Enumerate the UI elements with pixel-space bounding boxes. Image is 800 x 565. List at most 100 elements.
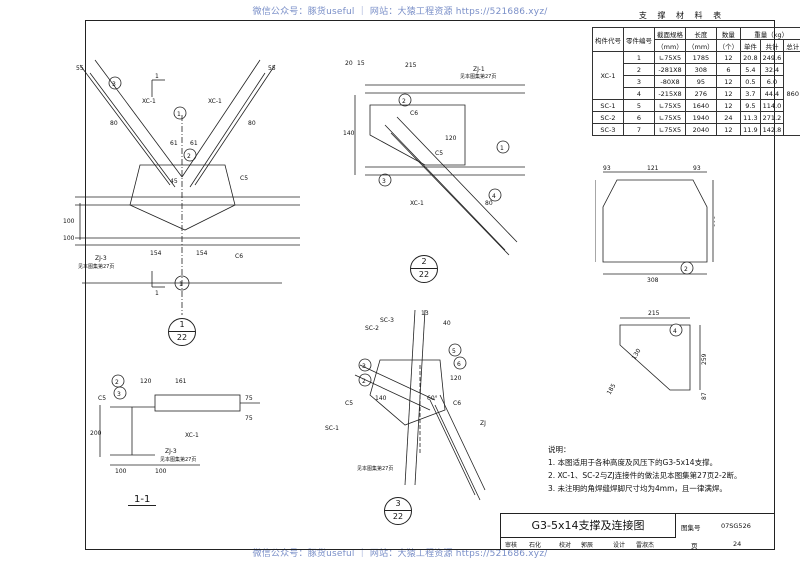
note-item: 2. XC-1、SC-2与ZJ连接件的做法见本图集第27页2-2断。 xyxy=(548,471,742,480)
svg-text:213: 213 xyxy=(714,215,715,227)
svg-text:308: 308 xyxy=(647,277,659,284)
s11-c5: C5 xyxy=(98,395,106,402)
mt-h-section: 截面规格 xyxy=(654,27,686,40)
title-block: G3-5x14支撑及连接图 图集号 07SG526 页 24 审核 石化 校对 … xyxy=(500,513,775,550)
d1-45: 45 xyxy=(170,178,178,185)
plate-4-drawing: 215 259 87 185 130 4 xyxy=(606,310,708,400)
watermark-bottom: 微信公众号：豚货useful ｜ 网站：大猿工程资源 https://52168… xyxy=(252,549,548,559)
s11-d75b: 75 xyxy=(245,415,253,422)
d2-d80: 80 xyxy=(485,200,493,207)
d3-d13: 13 xyxy=(421,310,429,317)
mt-h-qty: 数量 xyxy=(715,27,742,40)
svg-text:87: 87 xyxy=(701,392,708,400)
s11-ref: 见本图集第27页 xyxy=(160,456,196,463)
svg-text:130: 130 xyxy=(631,347,643,361)
detail-3-drawing: SC-3 SC-2 SC-1 见本图集第27页 ZJ 13 120 140 40… xyxy=(325,309,486,501)
note-item: 3. 未注明的角焊缝焊脚尺寸均为4mm，且一律满焊。 xyxy=(548,484,727,493)
d3-d140: 140 xyxy=(375,395,387,402)
d2-d20: 20 xyxy=(345,60,353,67)
d1-61a: 61 xyxy=(170,140,178,147)
detail-1-caption: 1 22 xyxy=(168,318,196,346)
svg-text:1: 1 xyxy=(179,281,183,288)
d1-callout-3: 3 xyxy=(112,81,116,88)
svg-text:2: 2 xyxy=(402,98,406,105)
d2-xc1: XC-1 xyxy=(410,200,424,207)
d3-sc3: SC-3 xyxy=(380,317,394,324)
svg-text:1: 1 xyxy=(177,111,181,118)
d1-55a: 55 xyxy=(76,65,84,72)
d2-d215: 215 xyxy=(405,62,417,69)
d1-xc1-right: XC-1 xyxy=(208,98,222,105)
svg-text:5: 5 xyxy=(452,348,456,355)
section-1-1-drawing: 120 161 75 75 200 100 100 XC-1 ZJ-3 见本图集… xyxy=(90,374,260,475)
mt-h-length: 长度 xyxy=(685,27,717,40)
d3-d40: 40 xyxy=(443,320,451,327)
drawing-frame xyxy=(85,20,775,550)
svg-text:3: 3 xyxy=(362,363,366,370)
d1-80a: 80 xyxy=(110,120,118,127)
section-1-1-caption: 1-1 xyxy=(128,494,157,506)
d1-55b: 55 xyxy=(268,65,276,72)
d2-ref: 见本图集第27页 xyxy=(460,73,496,80)
d2-d140: 140 xyxy=(343,130,355,137)
page-label: 页 xyxy=(691,542,698,550)
d1-61b: 61 xyxy=(190,140,198,147)
s11-d75a: 75 xyxy=(245,395,253,402)
d3-c5: C5 xyxy=(345,400,353,407)
d1-100a: 100 xyxy=(63,218,75,225)
s11-d120: 120 xyxy=(140,378,152,385)
svg-text:4: 4 xyxy=(492,193,496,200)
svg-text:3: 3 xyxy=(117,391,121,398)
detail-2-caption: 2 22 xyxy=(410,255,438,283)
svg-text:4: 4 xyxy=(673,328,677,335)
mt-h-part: 零件编号 xyxy=(623,27,655,52)
s11-d161: 161 xyxy=(175,378,187,385)
svg-text:185: 185 xyxy=(606,382,618,396)
s11-xc1: XC-1 xyxy=(185,432,199,439)
d1-c6: C6 xyxy=(235,253,243,260)
atlas-label: 图集号 xyxy=(681,524,701,532)
material-table-title: 支 撑 材 料 表 xyxy=(638,11,726,20)
signature-row: 审核 石化 校对 郭辰 设计 雷淑杰 xyxy=(505,542,655,549)
svg-text:93: 93 xyxy=(603,165,611,172)
d1-80b: 80 xyxy=(248,120,256,127)
s11-d100a: 100 xyxy=(115,468,127,475)
svg-text:93: 93 xyxy=(693,165,701,172)
svg-text:2: 2 xyxy=(362,378,366,385)
svg-text:259: 259 xyxy=(701,353,708,365)
svg-text:2: 2 xyxy=(115,379,119,386)
svg-text:3: 3 xyxy=(382,178,386,185)
d3-sc1: SC-1 xyxy=(325,425,339,432)
d2-c5: C5 xyxy=(435,150,443,157)
d2-d15: 15 xyxy=(357,60,365,67)
d1-zj3: ZJ-3 xyxy=(95,255,107,262)
page-number: 24 xyxy=(733,540,742,548)
d3-ref: 见本图集第27页 xyxy=(357,465,393,472)
d1-100b: 100 xyxy=(63,235,75,242)
svg-text:215: 215 xyxy=(648,310,660,317)
note-item: 1. 本图适用于各种高度及风压下的G3-5x14支撑。 xyxy=(548,458,718,467)
svg-text:121: 121 xyxy=(647,165,659,172)
mt-h-weight: 重量（kg） xyxy=(740,27,800,40)
d3-c6: C6 xyxy=(453,400,461,407)
d3-d60: 60° xyxy=(427,395,438,402)
detail-1-drawing: 3 1 2 1 XC-1 XC-1 ZJ-3 见本图集第27页 C5 C6 61… xyxy=(63,59,300,315)
notes-heading: 说明： xyxy=(548,445,571,454)
svg-text:2: 2 xyxy=(187,153,191,160)
s11-d100b: 100 xyxy=(155,468,167,475)
d1-154a: 154 xyxy=(150,250,162,257)
d3-d120: 120 xyxy=(450,375,462,382)
atlas-number: 07SG526 xyxy=(721,522,751,530)
d1-154b: 154 xyxy=(196,250,208,257)
d2-c6: C6 xyxy=(410,110,418,117)
svg-text:1: 1 xyxy=(500,145,504,152)
s11-zj3: ZJ-3 xyxy=(165,448,177,455)
d3-zj: ZJ xyxy=(480,420,486,427)
d1-ref: 见本图集第27页 xyxy=(78,263,114,270)
d3-sc2: SC-2 xyxy=(365,325,379,332)
